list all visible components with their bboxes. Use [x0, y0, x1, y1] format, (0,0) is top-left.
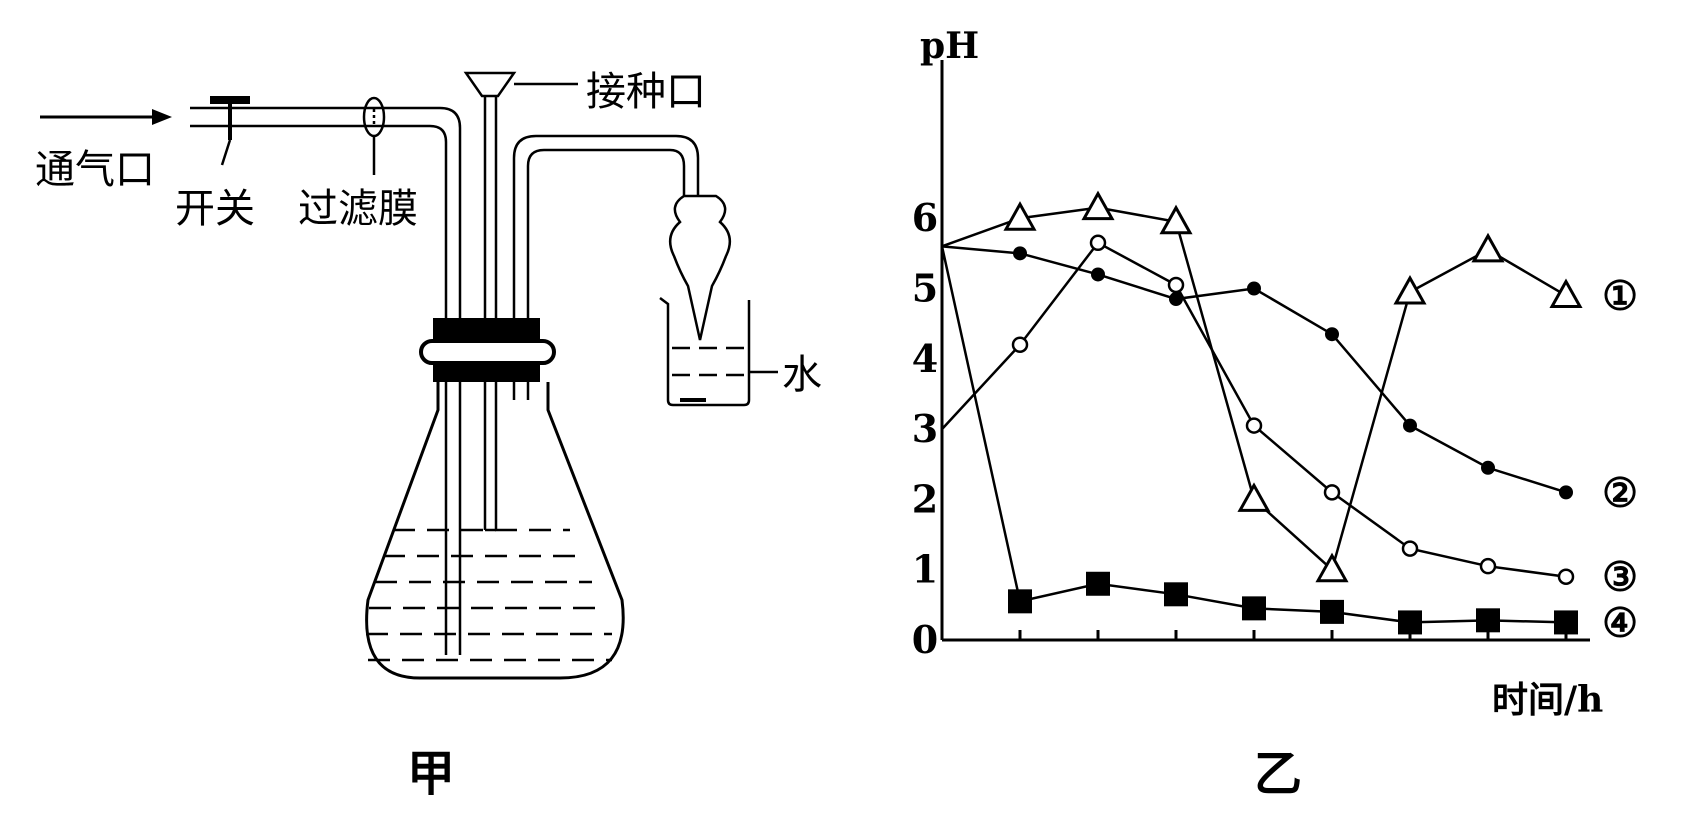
series-1-label: ①: [1602, 273, 1638, 320]
stopper: [419, 318, 556, 382]
y-tick-label-3: 3: [912, 406, 938, 451]
series-4-point-3: [1164, 582, 1188, 607]
series-4-line: [940, 246, 1567, 624]
chart-axes: [940, 60, 1590, 642]
series-3-point-5: [1323, 484, 1341, 501]
y-tick-label-1: 1: [912, 547, 938, 592]
series-3-point-7: [1479, 557, 1497, 575]
inlet-arrow: [40, 109, 172, 125]
series-labels: ① ② ③④: [1602, 273, 1638, 647]
series-4: [940, 246, 1578, 635]
series-4-point-8: [1554, 610, 1578, 635]
caption-chart: 乙: [1254, 746, 1302, 802]
series-2-point-2: [1091, 267, 1105, 282]
series-4-point-5: [1320, 599, 1344, 624]
label-water: 水: [782, 352, 822, 398]
culture-liquid: [366, 528, 612, 662]
y-tick-label-4: 4: [912, 336, 938, 381]
series-1-point-4: [1237, 482, 1271, 512]
series-3-point-8: [1557, 568, 1575, 585]
y-tick-label-5: 5: [912, 266, 938, 311]
series-1-point-6: [1393, 274, 1427, 305]
label-inoculation: 接种口: [586, 69, 706, 115]
label-switch: 开关: [175, 186, 255, 232]
series-1: [941, 190, 1583, 583]
bulb-trap: [668, 194, 732, 341]
y-tick-label-6: 6: [912, 195, 938, 240]
series-4-point-7: [1476, 608, 1500, 633]
inoculation-port: [463, 71, 578, 532]
series-3-point-2: [1089, 234, 1107, 252]
series-2-point-4: [1247, 281, 1261, 296]
series-2-point-3: [1169, 292, 1183, 307]
air-inlet-tube: [190, 106, 462, 655]
label-inlet: 通气口: [35, 147, 155, 193]
series-4-point-6: [1398, 610, 1422, 635]
series-4-point-4: [1242, 596, 1266, 621]
series-1-point-7: [1471, 232, 1505, 263]
series-4-point-2: [1086, 571, 1110, 596]
series-2-point-6: [1403, 418, 1417, 433]
outlet-tube: [512, 134, 700, 400]
series-3-point-1: [1011, 336, 1029, 353]
series-2-point-8: [1559, 485, 1573, 500]
series-3-point-6: [1401, 540, 1419, 557]
ph-chart: 0 1 2 3 4 5 6 ① ② ③④ pH 时间/h 乙: [912, 25, 1638, 802]
series-3: [941, 234, 1575, 585]
y-tick-label-2: 2: [912, 476, 938, 521]
series-3-point-4: [1245, 417, 1263, 434]
fermentation-apparatus: 通气口 开关 过滤膜 接种口 水 甲: [35, 69, 822, 802]
y-axis-label: pH: [920, 25, 979, 67]
series-3-point-3: [1167, 276, 1185, 294]
series-1-point-2: [1081, 190, 1115, 221]
series-1-point-8: [1549, 278, 1583, 309]
y-tick-label-0: 0: [912, 617, 938, 662]
series-2-label: ②: [1602, 469, 1638, 516]
series-4-point-1: [1008, 589, 1032, 614]
label-filter: 过滤膜: [298, 186, 418, 232]
series-2-point-7: [1481, 460, 1495, 475]
caption-apparatus: 甲: [407, 746, 455, 802]
series-1-point-5: [1315, 552, 1349, 583]
beaker: [659, 297, 778, 407]
series-1-point-3: [1159, 204, 1193, 235]
x-axis-label: 时间/h: [1492, 679, 1603, 721]
conical-flask: [365, 382, 625, 680]
series-4-label: ④: [1602, 599, 1638, 646]
y-ticks: 0 1 2 3 4 5 6: [912, 195, 938, 662]
series-2-point-1: [1013, 246, 1027, 261]
series-2: [941, 245, 1573, 500]
series-2-point-5: [1325, 327, 1339, 342]
series-group: [940, 190, 1583, 635]
filter-membrane: [362, 96, 386, 175]
series-1-point-1: [1003, 201, 1037, 231]
series-3-label: ③: [1602, 554, 1638, 601]
switch-clamp: [210, 96, 250, 166]
